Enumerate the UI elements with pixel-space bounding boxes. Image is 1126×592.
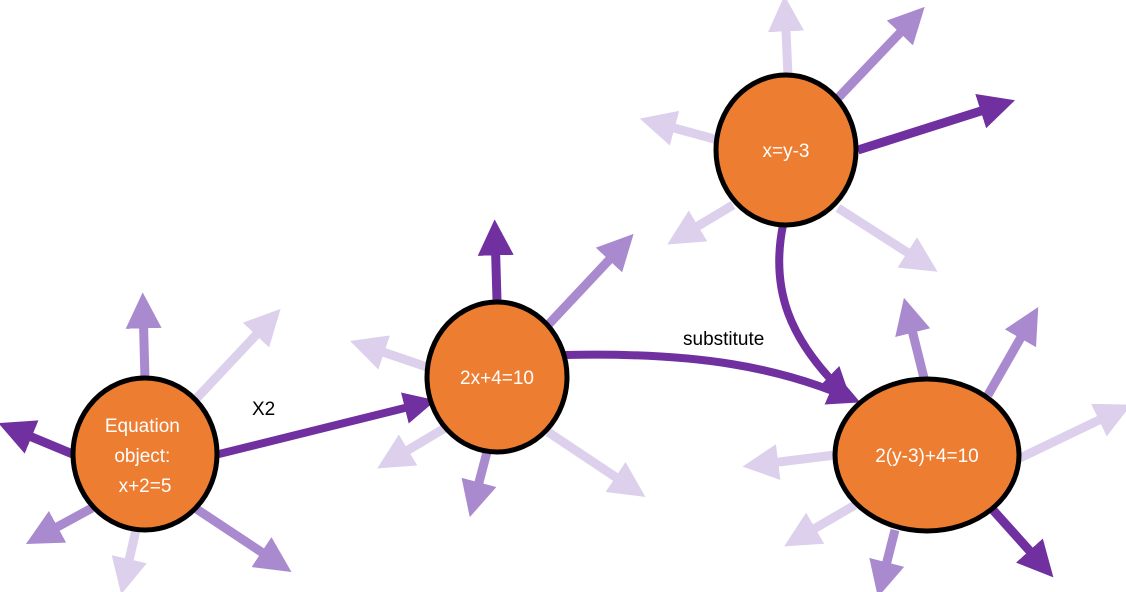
radial-arrow	[350, 335, 432, 373]
radial-arrow	[869, 528, 905, 592]
radial-arrow	[25, 504, 95, 545]
node-label-line: x=y-3	[763, 141, 810, 162]
radial-arrow	[835, 204, 938, 272]
radial-arrow	[477, 219, 514, 301]
node-label-line: 2x+4=10	[460, 368, 534, 389]
radial-arrow	[742, 444, 836, 480]
radial-arrow	[461, 450, 497, 518]
radial-arrow	[667, 201, 736, 245]
radial-arrow	[377, 424, 448, 469]
equation-node-label: 2(y-3)+4=10	[875, 446, 979, 467]
edges	[214, 224, 861, 459]
radial-arrow	[545, 428, 646, 497]
radial-arrow	[191, 308, 281, 404]
radial-arrow	[125, 292, 162, 381]
radial-arrow	[544, 233, 634, 329]
equation-node-2[interactable]: 2x+4=10	[424, 299, 570, 455]
radial-arrow	[834, 6, 925, 102]
node-label-line: Equation	[105, 416, 180, 437]
radial-arrow	[0, 420, 77, 460]
nodes: Equation object: x+2=5 2x+4=10 x=y-3 2(y…	[70, 72, 1022, 534]
edge-label-x2: X2	[252, 399, 275, 420]
node-label-line: 2(y-3)+4=10	[875, 446, 979, 467]
radial-arrow	[989, 506, 1054, 578]
radial-arrow	[111, 528, 147, 592]
radial-arrow	[984, 307, 1039, 398]
edge-n1-n2	[214, 392, 436, 459]
radial-arrow	[192, 504, 292, 572]
edge-n3-n4	[775, 224, 851, 400]
radial-arrow	[639, 110, 720, 146]
radial-arrow	[784, 501, 858, 547]
equation-node-3[interactable]: x=y-3	[713, 72, 859, 228]
edge-n2-n4	[564, 350, 861, 405]
equation-node-label: 2x+4=10	[460, 368, 534, 389]
equation-node-label: x=y-3	[763, 141, 810, 162]
equation-node-label: Equation object: x+2=5	[105, 416, 185, 497]
equation-node-4[interactable]: 2(y-3)+4=10	[832, 376, 1022, 534]
edge-label-substitute: substitute	[683, 329, 764, 350]
radial-arrow	[1018, 403, 1126, 463]
radial-arrow	[768, 0, 805, 77]
radial-arrow	[895, 297, 931, 384]
node-label-line: object:	[114, 446, 170, 467]
equation-node-1[interactable]: Equation object: x+2=5	[70, 375, 220, 533]
radial-arrow	[856, 93, 1016, 155]
node-label-line: x+2=5	[119, 476, 172, 497]
